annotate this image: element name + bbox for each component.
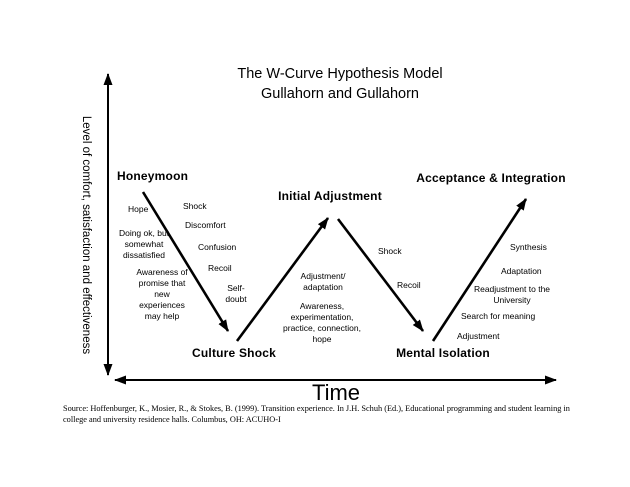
annotation-adjustment-adaptation: Adjustment/ adaptation	[300, 271, 346, 292]
stage-honeymoon: Honeymoon	[117, 169, 189, 183]
chart-title: The W-Curve Hypothesis Model Gullahorn a…	[237, 64, 442, 104]
annotation-readjustment: Readjustment to the University	[473, 284, 551, 305]
chart-title-line2: Gullahorn and Gullahorn	[260, 86, 419, 102]
annotation-hope: Hope	[128, 204, 149, 214]
x-axis-label: Time	[311, 380, 361, 405]
annotation-adjustment: Adjustment	[457, 331, 500, 341]
annotation-shock-2: Shock	[378, 246, 402, 256]
annotation-recoil-1: Recoil	[208, 263, 232, 273]
y-axis-label: Level of comfort, satisfaction and effec…	[80, 115, 92, 355]
annotation-awareness-promise: Awareness of promise that new experience…	[136, 267, 188, 321]
annotation-recoil-2: Recoil	[397, 280, 421, 290]
annotation-discomfort: Discomfort	[185, 220, 226, 230]
annotation-adaptation: Adaptation	[501, 266, 542, 276]
stage-initial-adjustment: Initial Adjustment	[278, 189, 382, 203]
segment-mental-isolation-to-acceptance	[431, 198, 528, 342]
segment-culture-shock-to-initial-adjustment	[235, 217, 330, 342]
source-citation-line1: Source: Hoffenburger, K., Mosier, R., & …	[63, 404, 570, 413]
annotation-shock-1: Shock	[183, 201, 207, 211]
annotation-self-doubt: Self-doubt	[225, 283, 247, 304]
stage-mental-isolation: Mental Isolation	[396, 346, 490, 360]
chart-title-line1: The W-Curve Hypothesis Model	[237, 66, 443, 82]
annotation-doing-ok: Doing ok, but somewhat dissatisfied	[118, 228, 170, 260]
segment-initial-adjustment-to-mental-isolation	[336, 218, 425, 332]
annotation-awareness-practice: Awareness, experimentation, practice, co…	[283, 301, 361, 344]
source-citation: Source: Hoffenburger, K., Mosier, R., & …	[63, 403, 570, 425]
annotation-search-for-meaning: Search for meaning	[461, 311, 536, 321]
stage-acceptance-integration: Acceptance & Integration	[416, 171, 566, 185]
source-citation-line2: college and university residence halls. …	[63, 415, 281, 424]
segment-honeymoon-to-culture-shock	[141, 191, 230, 332]
annotation-synthesis: Synthesis	[510, 242, 547, 252]
stage-culture-shock: Culture Shock	[192, 346, 276, 360]
annotation-confusion: Confusion	[198, 242, 237, 252]
